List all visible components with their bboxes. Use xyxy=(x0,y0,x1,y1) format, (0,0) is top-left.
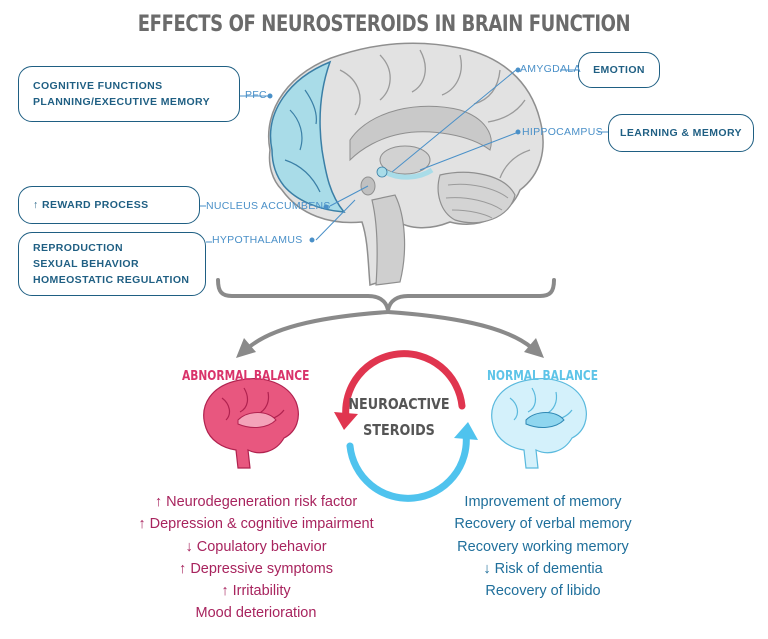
diagram-title: EFFECTS OF NEUROSTEROIDS IN BRAIN FUNCTI… xyxy=(137,12,631,37)
abnormal-effect-item: Mood deterioration xyxy=(195,605,317,622)
normal-brain-icon xyxy=(491,378,587,469)
normal-balance-title: NORMAL BALANCE xyxy=(487,369,599,384)
abnormal-effect-item: ↓ Copulatory behavior xyxy=(185,538,327,555)
bracket xyxy=(216,278,556,311)
brainstem xyxy=(371,194,406,286)
normal-effect-item: Recovery working memory xyxy=(457,538,629,555)
normal-effect-item: ↓ Risk of dementia xyxy=(483,560,603,577)
abnormal-effect-item: ↑ Irritability xyxy=(221,583,291,600)
split-arrow-right xyxy=(386,310,534,350)
box-reward-process: ↑ REWARD PROCESS xyxy=(18,186,200,224)
neuroactive-steroids-label: NEUROACTIVE STEROIDS xyxy=(344,391,455,443)
abnormal-effect-item: ↑ Depressive symptoms xyxy=(179,560,333,577)
box-line: HOMEOSTATIC REGULATION xyxy=(33,274,190,286)
cycle-arc-red xyxy=(342,350,466,422)
box-line: PLANNING/EXECUTIVE MEMORY xyxy=(33,96,211,108)
label-nucleus-accumbens: NUCLEUS ACCUMBENS xyxy=(206,200,331,212)
box-emotion: EMOTION xyxy=(578,52,660,88)
label-hippocampus: HIPPOCAMPUS xyxy=(522,126,603,138)
abnormal-balance-title: ABNORMAL BALANCE xyxy=(182,369,310,384)
box-line: ↑ REWARD PROCESS xyxy=(33,199,149,211)
abnormal-brain-icon xyxy=(203,378,299,469)
hippocampus-region xyxy=(383,167,434,180)
abnormal-effect-item: ↑ Neurodegeneration risk factor xyxy=(154,494,358,510)
cycle-arrowhead-red xyxy=(334,412,358,430)
arrowhead-left xyxy=(236,338,256,358)
box-label: EMOTION xyxy=(593,64,645,76)
thalamus xyxy=(379,145,431,175)
pfc-region xyxy=(269,60,346,213)
box-line: REPRODUCTION xyxy=(33,242,123,254)
cycle-arrowhead-blue xyxy=(454,422,478,440)
label-hypothalamus: HYPOTHALAMUS xyxy=(212,234,303,246)
box-line: SEXUAL BEHAVIOR xyxy=(33,258,139,270)
arrowhead-right xyxy=(524,338,544,358)
connector-lines xyxy=(200,67,608,243)
box-label: LEARNING & MEMORY xyxy=(620,127,742,139)
normal-effects-list: Improvement of memory Recovery of verbal… xyxy=(430,491,656,602)
neuroactive-cycle xyxy=(342,350,470,502)
abnormal-effect-item: ↑ Depression & cognitive impairment xyxy=(138,516,374,533)
center-line-1: NEUROACTIVE xyxy=(348,395,450,413)
box-cognitive-functions: COGNITIVE FUNCTIONS PLANNING/EXECUTIVE M… xyxy=(18,66,240,122)
box-learning-memory: LEARNING & MEMORY xyxy=(608,114,754,152)
bracket-and-arrows xyxy=(216,278,556,350)
normal-effect-item: Recovery of libido xyxy=(485,583,601,600)
normal-effect-item: Improvement of memory xyxy=(464,494,622,510)
main-brain-illustration xyxy=(267,42,544,286)
box-line: COGNITIVE FUNCTIONS xyxy=(33,80,163,92)
normal-effect-item: Recovery of verbal memory xyxy=(454,516,632,533)
label-amygdala: AMYGDALA xyxy=(520,63,581,75)
amygdala-region xyxy=(376,166,388,178)
label-pfc: PFC xyxy=(245,89,267,101)
split-arrow-left xyxy=(246,310,390,350)
cycle-arc-blue xyxy=(346,430,470,502)
box-reproduction: REPRODUCTION SEXUAL BEHAVIOR HOMEOSTATIC… xyxy=(18,232,206,296)
abnormal-effects-list: ↑ Neurodegeneration risk factor ↑ Depres… xyxy=(118,491,394,625)
center-line-2: STEROIDS xyxy=(363,421,435,439)
